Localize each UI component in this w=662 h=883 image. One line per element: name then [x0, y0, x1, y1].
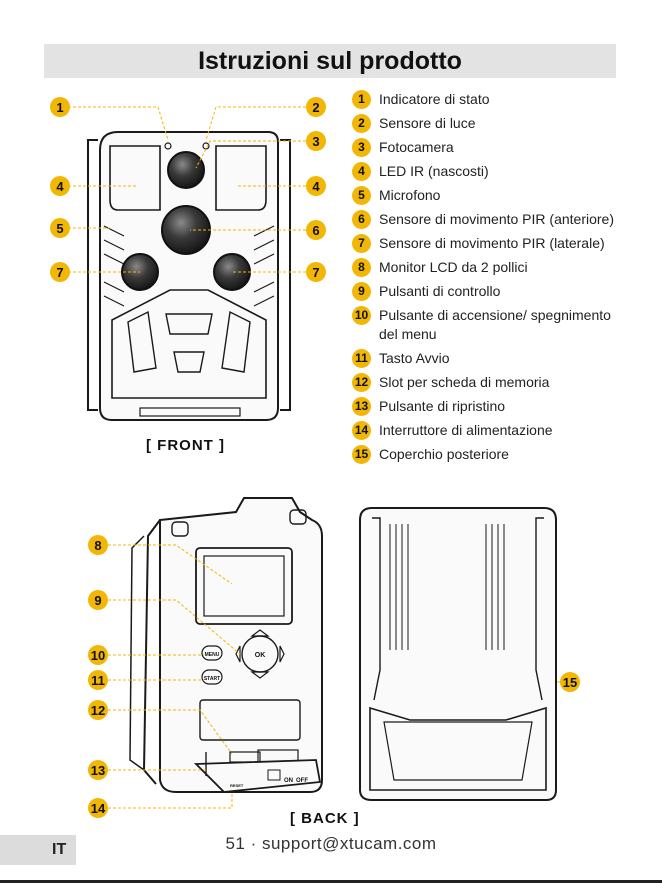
part-number-badge: 8 [352, 258, 371, 277]
part-label: Monitor LCD da 2 pollici [379, 258, 528, 277]
part-label: LED IR (nascosti) [379, 162, 489, 181]
list-item: 4 LED IR (nascosti) [352, 162, 652, 181]
list-item: 2 Sensore di luce [352, 114, 652, 133]
part-label: Tasto Avvio [379, 349, 450, 368]
ok-label: OK [255, 652, 266, 659]
part-label: Indicatore di stato [379, 90, 490, 109]
list-item: 15 Coperchio posteriore [352, 445, 652, 464]
svg-text:13: 13 [91, 763, 105, 778]
part-number-badge: 1 [352, 90, 371, 109]
svg-text:4: 4 [56, 179, 64, 194]
svg-text:14: 14 [91, 801, 106, 816]
part-number-badge: 14 [352, 421, 371, 440]
back-camera-drawing [130, 498, 322, 792]
svg-text:5: 5 [56, 221, 63, 236]
part-label: Slot per scheda di memoria [379, 373, 549, 392]
part-number-badge: 5 [352, 186, 371, 205]
part-number-badge: 13 [352, 397, 371, 416]
list-item: 10 Pulsante di accensione/ spegnimento de… [352, 306, 652, 344]
svg-text:12: 12 [91, 703, 105, 718]
front-caption: [ FRONT ] [146, 437, 225, 454]
svg-text:7: 7 [312, 265, 319, 280]
part-label: Fotocamera [379, 138, 454, 157]
page-footer: 51 · support@xtucam.com [0, 834, 662, 854]
part-number-badge: 2 [352, 114, 371, 133]
part-number-badge: 15 [352, 445, 371, 464]
list-item: 7 Sensore di movimento PIR (laterale) [352, 234, 652, 253]
part-number-badge: 11 [352, 349, 371, 368]
part-label: Pulsanti di controllo [379, 282, 500, 301]
part-label: Pulsante di accensione/ spegnimento del … [379, 306, 619, 344]
part-number-badge: 12 [352, 373, 371, 392]
list-item: 8 Monitor LCD da 2 pollici [352, 258, 652, 277]
list-item: 13 Pulsante di ripristino [352, 397, 652, 416]
menu-label: MENU [205, 652, 220, 658]
rear-cover-drawing [360, 508, 556, 800]
part-label: Sensore di luce [379, 114, 476, 133]
part-number-badge: 9 [352, 282, 371, 301]
svg-text:7: 7 [56, 265, 63, 280]
svg-text:1: 1 [56, 100, 63, 115]
part-label: Sensore di movimento PIR (anteriore) [379, 210, 614, 229]
part-label: Interruttore di alimentazione [379, 421, 553, 440]
part-number-badge: 4 [352, 162, 371, 181]
part-label: Coperchio posteriore [379, 445, 509, 464]
svg-text:10: 10 [91, 648, 105, 663]
start-label: START [204, 676, 220, 682]
svg-text:9: 9 [94, 593, 101, 608]
svg-text:4: 4 [312, 179, 320, 194]
reset-label: RESET [230, 783, 244, 788]
svg-text:3: 3 [312, 134, 319, 149]
list-item: 1 Indicatore di stato [352, 90, 652, 109]
list-item: 14 Interruttore di alimentazione [352, 421, 652, 440]
list-item: 12 Slot per scheda di memoria [352, 373, 652, 392]
part-number-badge: 3 [352, 138, 371, 157]
svg-text:15: 15 [563, 675, 577, 690]
on-label: ON [284, 778, 293, 784]
list-item: 3 Fotocamera [352, 138, 652, 157]
list-item: 6 Sensore di movimento PIR (anteriore) [352, 210, 652, 229]
part-label: Microfono [379, 186, 440, 205]
svg-text:8: 8 [94, 538, 101, 553]
off-label: OFF [296, 778, 308, 784]
front-camera-drawing [88, 132, 290, 420]
list-item: 11 Tasto Avvio [352, 349, 652, 368]
part-label: Sensore di movimento PIR (laterale) [379, 234, 605, 253]
part-label: Pulsante di ripristino [379, 397, 505, 416]
part-number-badge: 7 [352, 234, 371, 253]
svg-text:6: 6 [312, 223, 319, 238]
part-number-badge: 10 [352, 306, 371, 325]
svg-text:2: 2 [312, 100, 319, 115]
list-item: 9 Pulsanti di controllo [352, 282, 652, 301]
part-number-badge: 6 [352, 210, 371, 229]
svg-text:11: 11 [91, 673, 105, 688]
list-item: 5 Microfono [352, 186, 652, 205]
back-caption: [ BACK ] [290, 810, 360, 827]
